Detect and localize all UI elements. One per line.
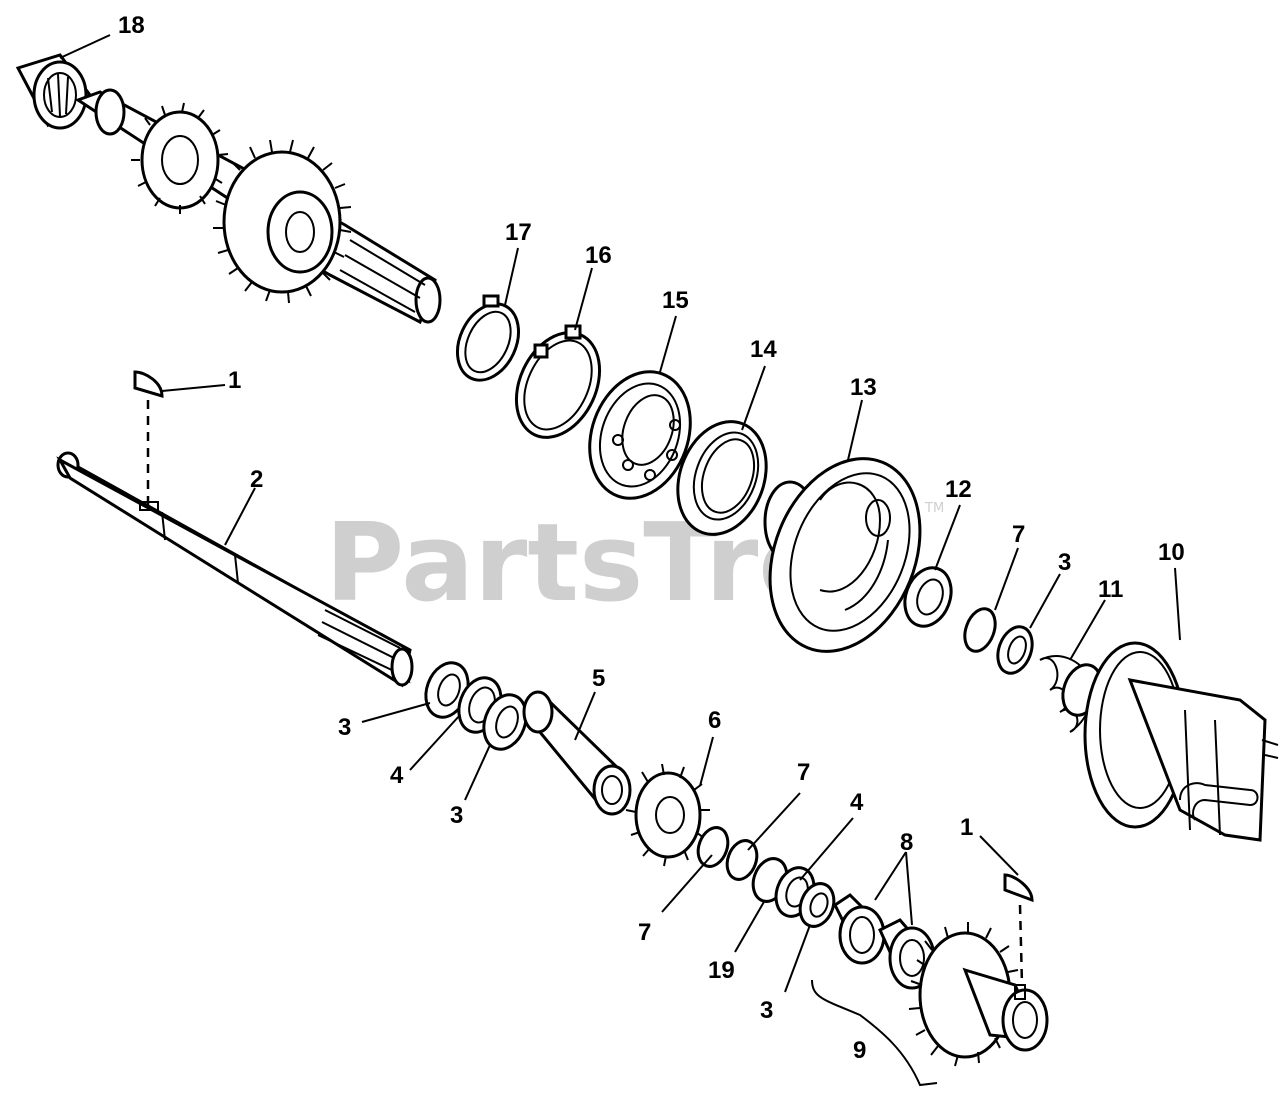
- callout-14: 14: [750, 336, 777, 363]
- part-1-woodruff-key-icon[interactable]: [1003, 873, 1034, 903]
- callout-13: 13: [850, 374, 877, 401]
- lower-gear-icon[interactable]: [908, 922, 1049, 1067]
- part-12-spacer-icon[interactable]: [897, 561, 959, 632]
- callout-5: 5: [592, 665, 605, 692]
- callout-11: 11: [1098, 576, 1123, 603]
- callout-12: 12: [945, 476, 972, 503]
- part-14-seal-icon[interactable]: [663, 409, 782, 547]
- part-3-washer-icon[interactable]: [992, 622, 1038, 678]
- upper-small-gear-icon[interactable]: [131, 102, 229, 214]
- callout-8: 8: [900, 829, 913, 856]
- callout-16: 16: [585, 242, 612, 269]
- upper-large-gear-icon[interactable]: [213, 139, 352, 304]
- callout-17: 17: [505, 219, 532, 246]
- callout-15: 15: [662, 287, 689, 314]
- callout-3-left: 3: [338, 714, 351, 741]
- part-7-snap-ring-icon[interactable]: [959, 605, 1000, 656]
- callout-4-left: 4: [390, 762, 404, 789]
- callout-6: 6: [708, 707, 721, 734]
- callout-7-mid: 7: [797, 759, 810, 786]
- callout-1-lower: 1: [960, 814, 973, 841]
- key-dashed-guide-lower: [1018, 904, 1024, 986]
- callout-18: 18: [118, 12, 145, 39]
- part-13-pulley-icon[interactable]: [743, 436, 948, 674]
- callout-labels: 18 17 16 15 14 13 12 1 2 7 3 11 10 5 6 4…: [118, 12, 1185, 1064]
- part-2-shaft-icon[interactable]: [56, 451, 414, 688]
- callout-10: 10: [1158, 539, 1185, 566]
- callout-3-upper: 3: [1058, 549, 1071, 576]
- part-5-bushing-icon[interactable]: [522, 690, 632, 816]
- part-11-spring-icon[interactable]: [1039, 655, 1108, 733]
- callout-7-upper: 7: [1012, 521, 1025, 548]
- callout-1-upper: 1: [228, 367, 241, 394]
- callout-2: 2: [250, 466, 263, 493]
- part-7-snap-ring-icon[interactable]: [722, 836, 762, 883]
- leader-lines: [59, 34, 1181, 993]
- watermark-trademark: TM: [924, 501, 944, 516]
- callout-4-mid: 4: [850, 789, 864, 816]
- part-1-woodruff-key-icon[interactable]: [133, 370, 164, 399]
- part-17-snap-ring-icon[interactable]: [446, 294, 531, 390]
- callout-7-lower: 7: [638, 919, 651, 946]
- part-8-needle-bearing-icon[interactable]: [833, 893, 886, 965]
- part-9-bracket: [811, 979, 938, 1087]
- part-10-hub-assembly-icon[interactable]: [1083, 641, 1279, 842]
- part-7-snap-ring-icon[interactable]: [693, 823, 733, 870]
- part-3-washer-icon[interactable]: [477, 689, 534, 755]
- part-15-ball-bearing-icon[interactable]: [573, 358, 708, 513]
- callout-3-lower: 3: [760, 997, 773, 1024]
- part-3-washer-icon[interactable]: [794, 879, 839, 931]
- callout-3-left-lower: 3: [450, 802, 463, 829]
- part-16-retaining-ring-icon[interactable]: [500, 319, 615, 451]
- callout-19: 19: [708, 957, 735, 984]
- callout-9: 9: [853, 1037, 866, 1064]
- part-18-bearing-icon[interactable]: [15, 53, 93, 130]
- part-6-gear-icon[interactable]: [625, 763, 710, 867]
